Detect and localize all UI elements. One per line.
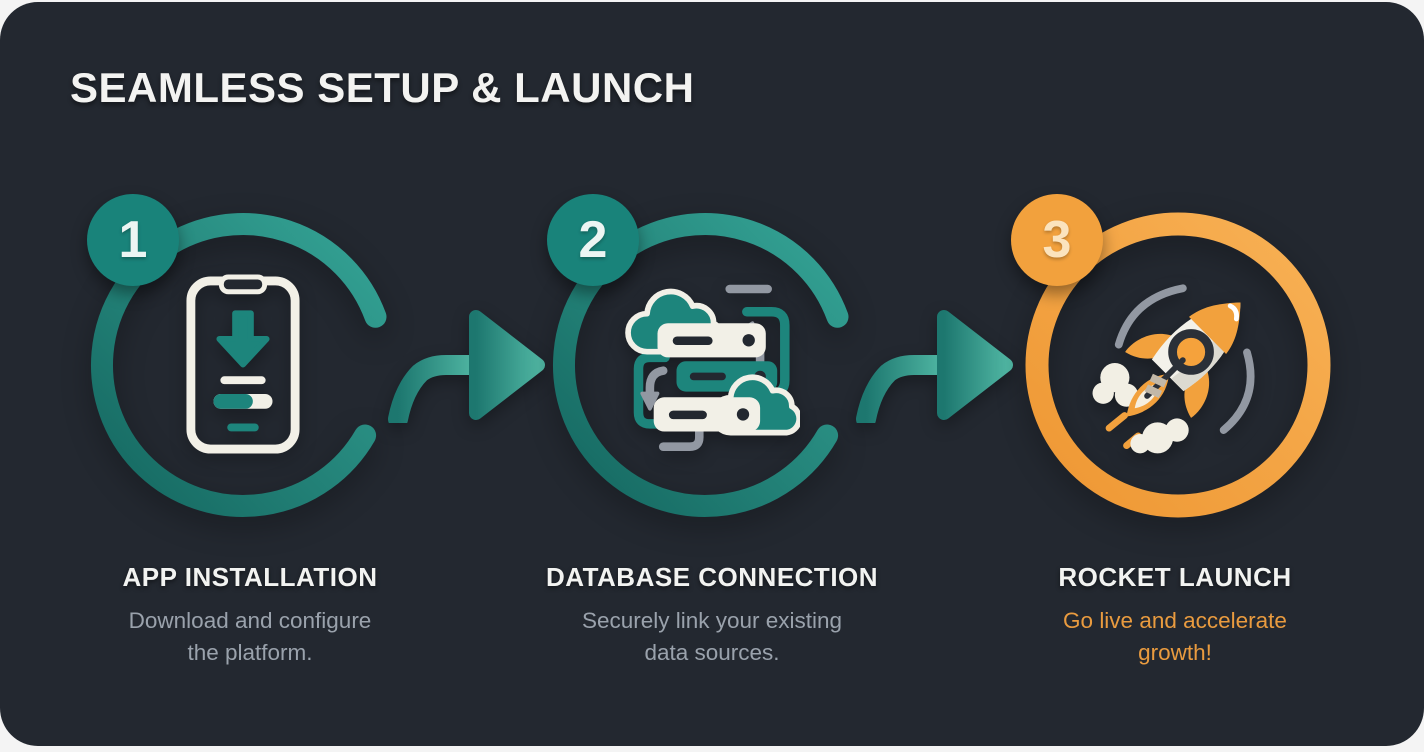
step2-circle-ring — [553, 213, 849, 517]
rocket-icon — [1092, 284, 1255, 454]
step3-description: Go live and accelerate growth! — [1063, 608, 1287, 665]
step2-title: DATABASE CONNECTION — [545, 562, 879, 592]
step3-title: ROCKET LAUNCH — [1058, 562, 1292, 592]
step2-description: Securely link your existing data sources… — [581, 608, 843, 665]
step1-description: Download and configure the platform. — [128, 608, 372, 665]
page-title: SEAMLESS SETUP & LAUNCH — [70, 64, 695, 111]
step-number-badge-1: 1 — [87, 194, 179, 286]
connector-arrow-icon-1 — [388, 310, 545, 423]
step-number-badge-2: 2 — [547, 194, 639, 286]
step-number-badge-3: 3 — [1011, 194, 1103, 286]
step-number-3: 3 — [1042, 211, 1072, 269]
step3-label: ROCKET LAUNCH Go live and accelerate gro… — [955, 562, 1395, 669]
step-number-1: 1 — [118, 211, 148, 269]
step1-label: APP INSTALLATION Download and configure … — [30, 562, 470, 669]
step-number-2: 2 — [578, 211, 608, 269]
cloud-database-sync-icon — [625, 284, 800, 451]
connector-arrow-icon-2 — [856, 310, 1013, 423]
step3-circle-ring — [1025, 212, 1331, 518]
step2-label: DATABASE CONNECTION Securely link your e… — [492, 562, 932, 669]
step1-title: APP INSTALLATION — [122, 562, 378, 592]
phone-download-icon — [186, 274, 300, 454]
step1-circle-ring — [91, 213, 387, 517]
